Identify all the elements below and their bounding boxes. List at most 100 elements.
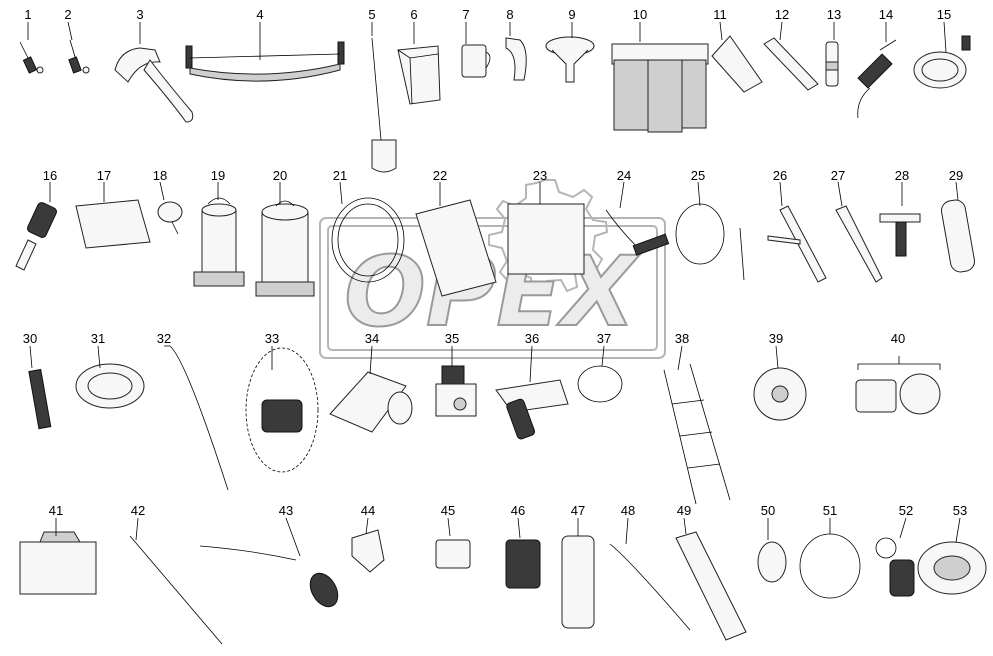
part-label-2: 2: [64, 7, 71, 22]
part-5-shovel-drawing: [371, 37, 397, 173]
part-39-disc-drawing: [753, 367, 807, 421]
part-15-hose-drawing: [913, 35, 971, 89]
part-26-drawing: [767, 205, 827, 283]
watermark-text: OPEX: [344, 236, 640, 348]
part-label-49: 49: [677, 503, 691, 518]
part-16-drawing: [15, 202, 58, 271]
part-45-drawing: [435, 539, 471, 569]
part-label-48: 48: [621, 503, 635, 518]
part-14-grease-gun-drawing: [857, 39, 897, 119]
part-22-drawing: [415, 199, 497, 297]
part-label-19: 19: [211, 168, 225, 183]
part-label-25: 25: [691, 168, 705, 183]
part-10-bag-drawing: [611, 43, 709, 133]
part-8-elbow-drawing: [505, 37, 527, 81]
part-36-drawing: [495, 379, 569, 440]
part-6-bucket-drawing: [397, 45, 441, 105]
part-label-22: 22: [433, 168, 447, 183]
part-label-10: 10: [633, 7, 647, 22]
part-24-tube-drawing: [605, 209, 670, 256]
part-40-bracket-line: [857, 356, 941, 370]
part-label-23: 23: [533, 168, 547, 183]
part-label-40: 40: [891, 331, 905, 346]
part-label-39: 39: [769, 331, 783, 346]
part-27-drawing: [835, 205, 883, 283]
part-12-bar-drawing: [763, 37, 819, 91]
part-18-gauge-drawing: [157, 201, 183, 235]
part-label-47: 47: [571, 503, 585, 518]
part-47-filter-drawing: [561, 535, 595, 629]
part-23-drawing: [507, 203, 585, 275]
part-label-14: 14: [879, 7, 893, 22]
part-25-tube-drawing: [675, 203, 745, 281]
part-28-bolt-drawing: [879, 213, 921, 257]
part-label-13: 13: [827, 7, 841, 22]
part-31-hose-drawing: [75, 363, 145, 409]
part-label-29: 29: [949, 168, 963, 183]
part-label-21: 21: [333, 168, 347, 183]
part-label-1: 1: [24, 7, 31, 22]
part-label-16: 16: [43, 168, 57, 183]
part-42-rod-drawing: [129, 535, 223, 645]
part-label-11: 11: [713, 7, 727, 22]
part-label-41: 41: [49, 503, 63, 518]
part-label-45: 45: [441, 503, 455, 518]
part-51-coil-drawing: [799, 533, 861, 599]
part-38-ladder-drawing: [663, 363, 731, 505]
part-label-5: 5: [368, 7, 375, 22]
part-53-disc-drawing: [917, 541, 987, 595]
part-label-6: 6: [410, 7, 417, 22]
part-2-drawing: [68, 39, 90, 74]
part-label-44: 44: [361, 503, 375, 518]
part-50-drawing: [757, 541, 787, 583]
part-3-axe-drawing: [114, 47, 194, 123]
part-37-ring-drawing: [577, 365, 623, 403]
part-label-53: 53: [953, 503, 967, 518]
part-41-canister-drawing: [19, 531, 97, 595]
part-52-cap-drawing: [875, 537, 915, 597]
part-49-plate-drawing: [675, 531, 747, 641]
part-label-15: 15: [937, 7, 951, 22]
part-label-51: 51: [823, 503, 837, 518]
part-33-chain-drawing: [245, 347, 319, 473]
part-label-8: 8: [506, 7, 513, 22]
part-label-34: 34: [365, 331, 379, 346]
part-label-12: 12: [775, 7, 789, 22]
leader-lines: [27, 21, 961, 557]
part-1-drawing: [19, 41, 44, 74]
part-9-funnel-drawing: [545, 36, 595, 83]
part-label-43: 43: [279, 503, 293, 518]
part-13-cylinder-drawing: [825, 41, 839, 87]
part-label-3: 3: [136, 7, 143, 22]
part-48-rod-drawing: [609, 543, 691, 631]
part-40-drawing: [855, 373, 941, 415]
part-label-42: 42: [131, 503, 145, 518]
part-46-valve-drawing: [505, 539, 541, 589]
part-29-cylinder-drawing: [941, 199, 975, 273]
part-11-scraper-drawing: [711, 35, 763, 93]
part-7-jug-drawing: [461, 44, 491, 78]
part-17-plate-drawing: [75, 199, 151, 249]
part-label-37: 37: [597, 331, 611, 346]
part-label-24: 24: [617, 168, 631, 183]
part-label-7: 7: [462, 7, 469, 22]
part-19-jack-drawing: [193, 197, 245, 287]
part-label-28: 28: [895, 168, 909, 183]
part-label-20: 20: [273, 168, 287, 183]
part-label-4: 4: [256, 7, 263, 22]
part-label-36: 36: [525, 331, 539, 346]
part-label-38: 38: [675, 331, 689, 346]
part-20-jack-drawing: [255, 200, 315, 297]
part-label-46: 46: [511, 503, 525, 518]
part-label-30: 30: [23, 331, 37, 346]
part-44-elbow-drawing: [351, 529, 385, 573]
part-label-18: 18: [153, 168, 167, 183]
part-32-rod-drawing: [169, 345, 229, 491]
part-label-31: 31: [91, 331, 105, 346]
part-label-32: 32: [157, 331, 171, 346]
part-4-saw-drawing: [185, 41, 345, 82]
part-label-17: 17: [97, 168, 111, 183]
part-label-52: 52: [899, 503, 913, 518]
part-35-drawing: [435, 365, 477, 417]
